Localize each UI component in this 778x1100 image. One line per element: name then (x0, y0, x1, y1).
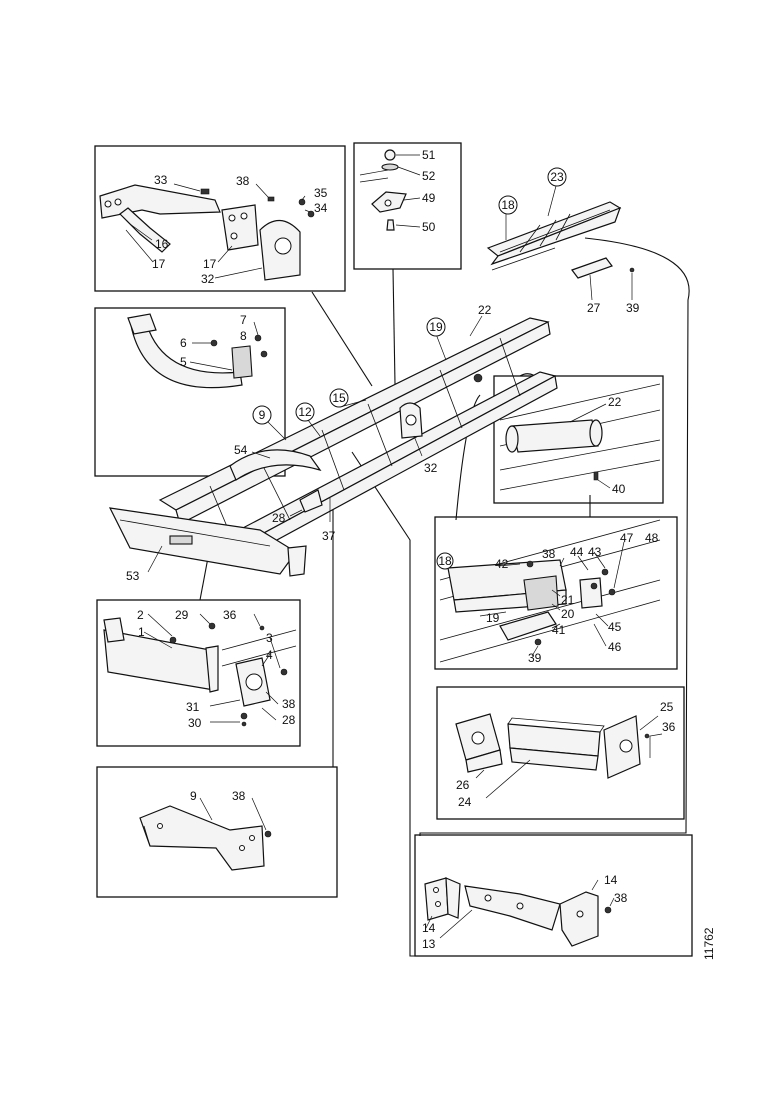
label-54: 54 (234, 443, 248, 457)
label-49: 49 (422, 191, 436, 205)
label-31: 31 (186, 700, 200, 714)
label-32-main: 32 (424, 461, 438, 475)
label-3: 3 (266, 631, 273, 645)
label-12: 12 (298, 405, 312, 419)
label-39-top: 39 (626, 301, 640, 315)
callout-circle-23 (547, 167, 567, 187)
label-28-bl: 28 (282, 713, 296, 727)
label-24: 24 (458, 795, 472, 809)
label-35: 35 (314, 186, 328, 200)
label-9-bls: 9 (190, 789, 197, 803)
panel-left-middle-parts (127, 313, 268, 389)
label-4: 4 (266, 648, 273, 662)
panel-bottom-right-b (414, 834, 693, 957)
label-28-main: 28 (272, 511, 286, 525)
label-2: 2 (137, 608, 144, 622)
label-22-rm: 22 (608, 395, 622, 409)
panel-bottom-right-a-parts (455, 713, 663, 799)
label-46: 46 (608, 640, 622, 654)
label-21: 21 (561, 593, 575, 607)
label-8: 8 (240, 329, 247, 343)
label-25: 25 (660, 700, 674, 714)
panel-right-lower (434, 516, 678, 670)
label-38: 38 (236, 174, 250, 188)
label-17a: 17 (152, 257, 166, 271)
label-7: 7 (240, 313, 247, 327)
label-51: 51 (422, 148, 436, 162)
label-16: 16 (155, 237, 169, 251)
panel-bottom-left-small-parts (139, 797, 272, 871)
callout-circle-9 (252, 405, 272, 425)
panel-top-left-parts (99, 183, 315, 281)
panel-top-right-parts (486, 185, 635, 301)
label-17b: 17 (203, 257, 217, 271)
label-9-main: 9 (259, 408, 266, 422)
label-38-bls: 38 (232, 789, 246, 803)
label-26: 26 (456, 778, 470, 792)
label-37: 37 (322, 529, 336, 543)
label-14-b: 14 (422, 921, 436, 935)
panel-bottom-right-b-parts (424, 877, 615, 947)
panel-right-lower-parts (439, 519, 661, 663)
label-1: 1 (138, 625, 145, 639)
connector-lines (199, 237, 690, 957)
label-41: 41 (552, 623, 566, 637)
panel-top-center-parts (359, 149, 421, 231)
panel-left-middle (94, 307, 286, 477)
callout-circle-19-main (426, 317, 446, 337)
label-19-rl: 19 (486, 611, 500, 625)
label-22-main: 22 (478, 303, 492, 317)
label-13: 13 (422, 937, 436, 951)
label-29: 29 (175, 608, 189, 622)
callout-circle-15 (329, 388, 349, 408)
label-44: 44 (570, 545, 584, 559)
panel-top-center (353, 142, 462, 270)
label-48: 48 (645, 531, 659, 545)
label-38-bl: 38 (282, 697, 296, 711)
main-chassis-frame (108, 315, 558, 577)
label-6: 6 (180, 336, 187, 350)
callout-circle-12 (295, 402, 315, 422)
label-47: 47 (620, 531, 634, 545)
label-27: 27 (587, 301, 601, 315)
label-42: 42 (495, 557, 509, 571)
panel-right-middle-parts (499, 383, 661, 491)
label-15: 15 (332, 391, 346, 405)
label-36-bl: 36 (223, 608, 237, 622)
label-18-top: 18 (501, 198, 515, 212)
label-32: 32 (201, 272, 215, 286)
label-20: 20 (561, 607, 575, 621)
callout-circle-18-rl (436, 552, 454, 570)
label-36-bra: 36 (662, 720, 676, 734)
callout-circle-18-top (498, 195, 518, 215)
label-23: 23 (550, 170, 564, 184)
panel-right-middle (493, 375, 664, 504)
label-38-brb: 38 (614, 891, 628, 905)
label-40: 40 (612, 482, 626, 496)
label-39-rl: 39 (528, 651, 542, 665)
label-5: 5 (180, 355, 187, 369)
panel-bottom-left-small (96, 766, 338, 898)
label-38-rl: 38 (542, 547, 556, 561)
label-43: 43 (588, 545, 602, 559)
label-45: 45 (608, 620, 622, 634)
label-30: 30 (188, 716, 202, 730)
label-50: 50 (422, 220, 436, 234)
label-53: 53 (126, 569, 140, 583)
panel-top-left (94, 145, 346, 292)
diagram-id: 11762 (702, 927, 716, 960)
label-14-a: 14 (604, 873, 618, 887)
label-18-rl: 18 (438, 554, 452, 568)
label-19-main: 19 (429, 320, 443, 334)
label-34: 34 (314, 201, 328, 215)
label-52: 52 (422, 169, 436, 183)
label-33: 33 (154, 173, 168, 187)
panel-bottom-left (96, 599, 301, 747)
panel-bottom-left-parts (103, 613, 297, 727)
panel-bottom-right-a (436, 686, 685, 820)
